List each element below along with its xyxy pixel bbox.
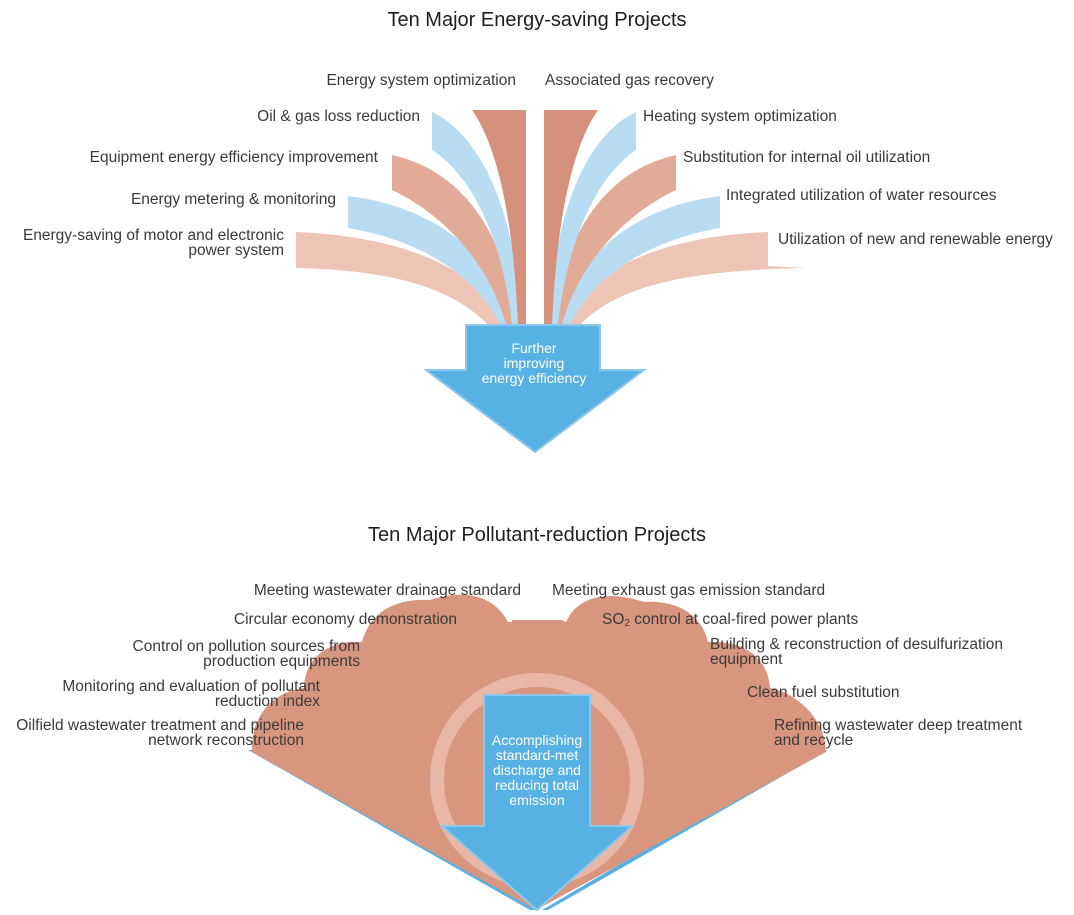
energy-right-label-2: Heating system optimization <box>643 108 837 125</box>
so2-subscript: 2 <box>624 618 630 629</box>
energy-right-label-5: Utilization of new and renewable energy <box>778 231 1053 248</box>
pollutant-left-label-5b: network reconstruction <box>148 732 304 749</box>
pollutant-arrow <box>439 694 635 912</box>
fan-band-left-3 <box>392 155 516 325</box>
pollutant-right-label-3b: equipment <box>710 651 783 668</box>
fan-band-left-5 <box>296 232 506 325</box>
pollutant-right-label-5a: Refining wastewater deep treatment <box>774 717 1023 734</box>
energy-arrow-text: Further improving energy efficiency <box>470 341 598 386</box>
fan-band-left-4 <box>348 196 512 325</box>
energy-left-label-2: Oil & gas loss reduction <box>257 108 420 125</box>
pollutant-arrow-line-5: emission <box>509 792 565 808</box>
pollutant-left-label-5a: Oilfield wastewater treatment and pipeli… <box>16 717 304 734</box>
pollutant-arrow-line-2: standard-met <box>495 747 579 763</box>
energy-left-label-4: Energy metering & monitoring <box>130 191 336 208</box>
so2-text: SO <box>602 611 625 628</box>
pollutant-left-label-2: Circular economy demonstration <box>233 611 457 628</box>
fan-band-right-3 <box>552 155 676 325</box>
pollutant-arrow-text: Accomplishing standard-met discharge and… <box>478 733 596 808</box>
fan-band-right-4 <box>558 196 720 325</box>
pollutant-arrow-line-1: Accomplishing <box>491 732 583 748</box>
fan-band-left-2 <box>432 112 522 325</box>
energy-right-label-4: Integrated utilization of water resource… <box>726 187 997 204</box>
pollutant-arrow-line-3: discharge and <box>493 762 581 778</box>
energy-left-label-1: Energy system optimization <box>326 72 516 89</box>
pollutant-title: Ten Major Pollutant-reduction Projects <box>368 524 706 546</box>
energy-arrow-line-2: improving <box>503 355 565 371</box>
fan-band-right-2 <box>548 112 636 325</box>
pollutant-left-label-4a: Monitoring and evaluation of pollutant <box>62 678 320 695</box>
energy-left-label-5a: Energy-saving of motor and electronic <box>22 227 284 244</box>
left-blue-strip <box>248 750 536 910</box>
energy-right-label-3: Substitution for internal oil utilizatio… <box>683 149 931 166</box>
pollutant-right-label-1: Meeting exhaust gas emission standard <box>552 582 826 599</box>
pollutant-right-label-5b: and recycle <box>774 732 854 749</box>
energy-right-label-1: Associated gas recovery <box>545 72 714 89</box>
fan-band-left-1 <box>472 110 526 325</box>
pollutant-right-label-2: SO2 control at coal-fired power plants <box>602 612 858 629</box>
pollutant-left-label-3a: Control on pollution sources from <box>132 638 360 655</box>
energy-title: Ten Major Energy-saving Projects <box>387 9 687 31</box>
right-blue-strip <box>542 750 828 910</box>
pollutant-arrow-line-4: reducing total <box>494 777 580 793</box>
pollutant-right-label-3a: Building & reconstruction of desulfuriza… <box>710 636 1003 653</box>
energy-left-label-5b: power system <box>188 242 284 259</box>
fan-band-right-1 <box>544 110 598 325</box>
energy-arrow-line-1: Further <box>511 340 557 356</box>
fan-band-right-5 <box>562 232 806 325</box>
energy-fan <box>296 110 806 454</box>
pollutant-left-label-4b: reduction index <box>214 693 320 710</box>
energy-arrow <box>423 324 647 454</box>
energy-arrow-line-3: energy efficiency <box>481 370 587 386</box>
pollutant-left-label-3b: production equipments <box>203 653 360 670</box>
pollutant-right-label-4: Clean fuel substitution <box>747 684 900 701</box>
energy-left-label-3: Equipment energy efficiency improvement <box>89 149 378 166</box>
pollutant-left-label-1: Meeting wastewater drainage standard <box>253 582 521 599</box>
so2-rest: control at coal-fired power plants <box>629 611 859 628</box>
pollutant-shape <box>248 594 828 912</box>
